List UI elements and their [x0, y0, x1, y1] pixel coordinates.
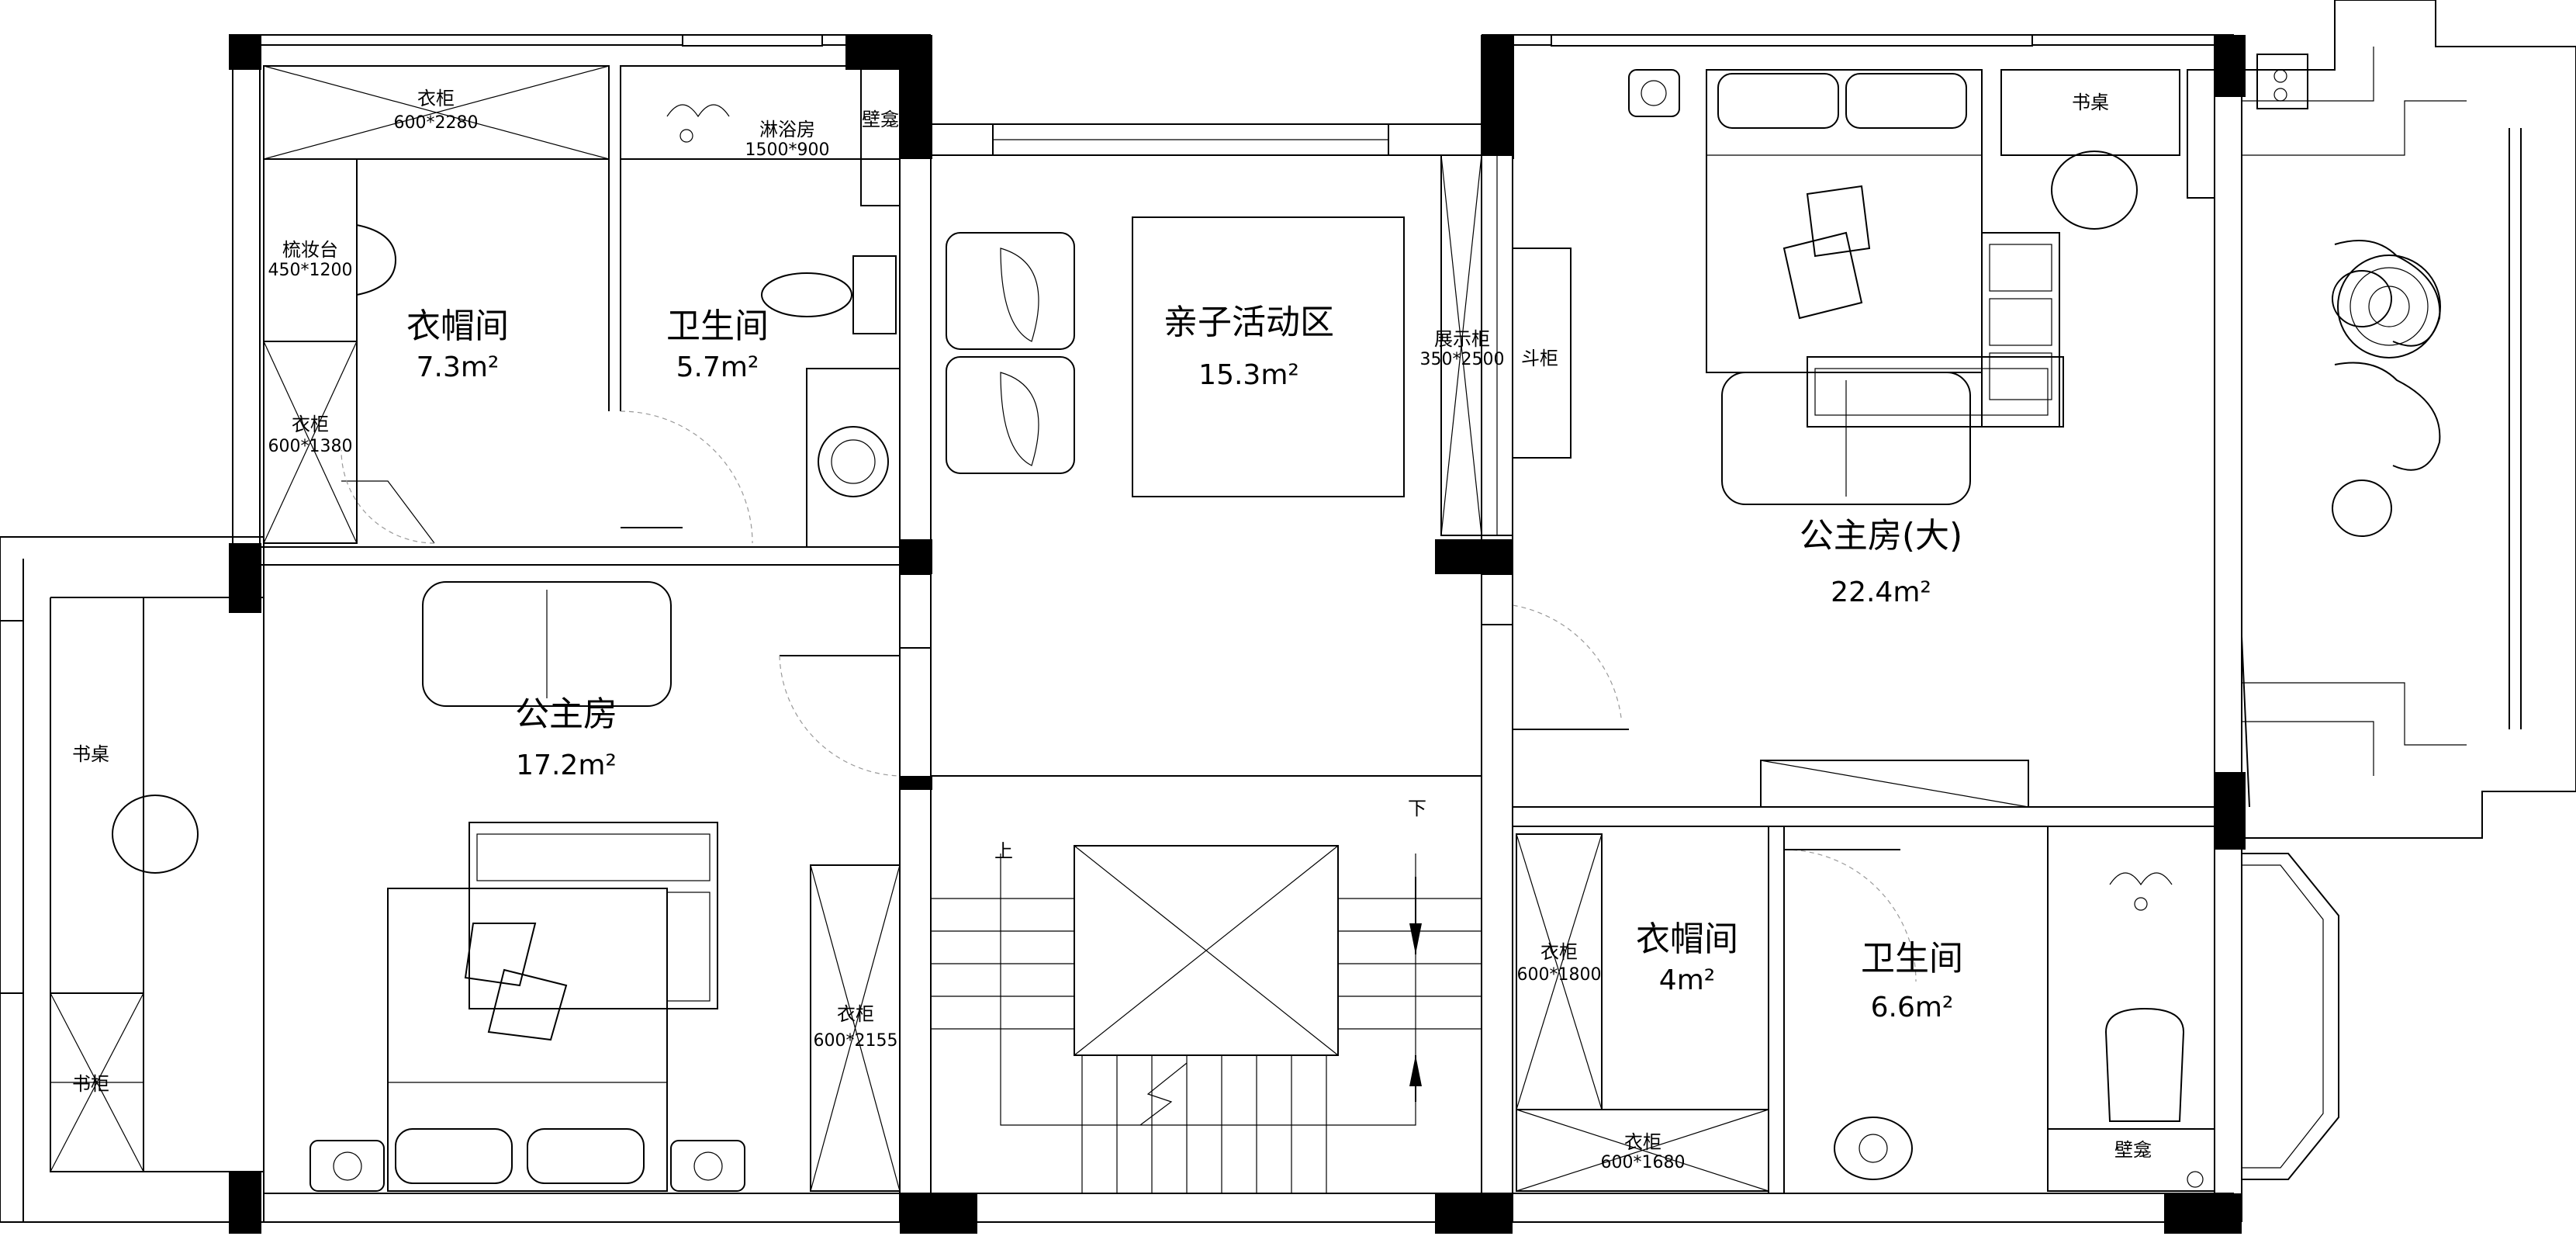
wardrobe-bottom-dim: 600*1680 [1601, 1153, 1686, 1172]
room-name-activity: 亲子活动区 [1164, 303, 1334, 342]
wall-outlines [0, 34, 2242, 1223]
wall-columns [229, 35, 2246, 1234]
cloakroom-left [263, 65, 610, 544]
shower-label: 淋浴房 [759, 119, 815, 140]
stairs-up-label: 上 [994, 840, 1013, 862]
room-area-cloakroom-right: 4m² [1659, 964, 1715, 996]
desk-top-label: 书桌 [2072, 92, 2109, 113]
wardrobe-right-label: 衣柜 [1540, 941, 1578, 963]
room-name-princess-big: 公主房(大) [1800, 516, 1962, 556]
room-area-princess-big: 22.4m² [1831, 577, 1931, 608]
dresser-dim: 450*1200 [268, 261, 353, 280]
wardrobe-left-dim: 600*1380 [268, 437, 353, 456]
room-name-princess: 公主房 [515, 694, 617, 734]
room-name-cloakroom-right: 衣帽间 [1636, 919, 1738, 959]
wardrobe-top-label: 衣柜 [417, 88, 455, 109]
activity-zone [946, 154, 1572, 536]
rugs [476, 232, 2060, 1002]
room-name-cloakroom-left: 衣帽间 [406, 306, 509, 346]
chest-label: 斗柜 [1521, 348, 1558, 369]
room-name-bath-left: 卫生间 [666, 306, 769, 346]
room-area-cloakroom-left: 7.3m² [417, 351, 500, 383]
wardrobe-bottom-label: 衣柜 [1624, 1131, 1661, 1153]
room-area-princess: 17.2m² [516, 750, 617, 781]
room-area-bath-left: 5.7m² [676, 351, 759, 383]
wardrobe-left-label: 衣柜 [292, 414, 329, 435]
bookcase-label: 书柜 [72, 1073, 109, 1095]
room-area-bath-right: 6.6m² [1871, 992, 1954, 1023]
stair-treads [931, 898, 1482, 1193]
desk-left-label: 书桌 [72, 743, 109, 765]
stairs: 上 下 [931, 798, 1482, 1193]
windows [0, 34, 2033, 994]
wardrobe-mid-label: 衣柜 [837, 1003, 874, 1025]
stairs-down-label: 下 [1408, 798, 1426, 819]
wardrobe-top-dim: 600*2280 [394, 113, 479, 133]
wardrobe-mid-dim: 600*2155 [814, 1031, 898, 1051]
room-area-activity: 15.3m² [1198, 359, 1299, 391]
right-cloak-bath [1516, 826, 2215, 1192]
wardrobe-right-dim: 600*1800 [1517, 965, 1602, 985]
shower-dim: 1500*900 [745, 140, 830, 160]
room-labels: 衣帽间 7.3m² 卫生间 5.7m² 亲子活动区 15.3m² 公主房(大) … [406, 303, 1963, 1023]
dresser-label: 梳妆台 [282, 239, 338, 261]
princess-room-furniture [50, 581, 901, 1192]
fixture-labels: 衣柜 600*2280 淋浴房 1500*900 壁龛 梳妆台 450*1200… [72, 88, 2152, 1172]
niche-right-label: 壁龛 [2114, 1139, 2152, 1161]
display-cabinet-dim: 350*2500 [1420, 350, 1505, 369]
bath-left [620, 65, 901, 548]
niche-left-label: 壁龛 [862, 109, 899, 130]
balcony [2242, 0, 2576, 1180]
princess-big-furniture [1512, 69, 2250, 808]
room-name-bath-right: 卫生间 [1861, 939, 1963, 978]
display-cabinet-label: 展示柜 [1434, 328, 1490, 350]
